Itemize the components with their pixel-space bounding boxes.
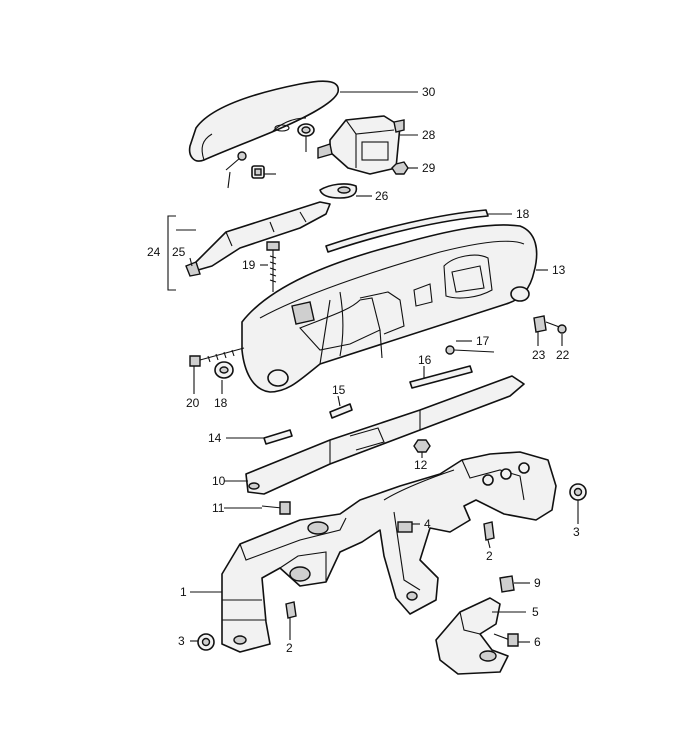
callout-12: 14 xyxy=(208,431,222,445)
bracket-21-left xyxy=(167,215,176,291)
sleeve-17-part xyxy=(214,361,234,379)
bolt-9-part xyxy=(261,501,291,515)
screw-15-part xyxy=(445,345,495,355)
callout-24: 28 xyxy=(422,128,436,142)
callout-19: 22 xyxy=(556,348,570,362)
callout-25: 29 xyxy=(422,161,436,175)
callout-9: 11 xyxy=(212,501,225,515)
clip-7-part xyxy=(499,575,515,593)
callout-5: 5 xyxy=(532,605,539,619)
module-housing-part xyxy=(317,115,405,175)
callout-22: 25 xyxy=(172,245,186,259)
crossmember-1-part xyxy=(221,451,557,653)
callout-3-left: 3 xyxy=(178,634,185,648)
screw-28-part xyxy=(225,151,247,171)
callout-18-lower: 20 xyxy=(186,396,200,410)
callout-11: 13 xyxy=(552,263,566,277)
callout-21: 24 xyxy=(147,245,161,259)
bolt-18-upper-part xyxy=(266,241,280,292)
callout-13: 15 xyxy=(332,383,346,397)
callout-1: 1 xyxy=(180,585,187,599)
clip-2-lower-part xyxy=(285,601,297,619)
grommet-30-part xyxy=(297,123,315,137)
callout-2-upper: 2 xyxy=(486,549,493,563)
rod-14-part xyxy=(409,365,473,389)
callout-4: 4 xyxy=(424,517,431,531)
callout-2-lower: 2 xyxy=(286,641,293,655)
callout-17: 18 xyxy=(214,396,228,410)
trim-panel-21-part xyxy=(195,201,331,271)
cover-plate-23-part xyxy=(319,183,358,199)
clip-29-part xyxy=(251,165,265,179)
bolt-6-part xyxy=(493,633,519,647)
callout-18-upper: 19 xyxy=(242,258,256,272)
pin-13-part xyxy=(329,403,353,419)
clip-22-part xyxy=(185,261,201,277)
dashboard-carrier-11-part xyxy=(241,224,538,393)
callout-3-right: 3 xyxy=(573,525,580,539)
air-duct-8-part xyxy=(245,375,525,495)
nut-10-part xyxy=(413,439,431,453)
callout-20: 23 xyxy=(532,348,546,362)
leader-lines xyxy=(176,91,579,643)
instrument-cover-part xyxy=(188,80,339,162)
nut-25-part xyxy=(391,161,409,175)
callout-labels: 30 28 29 26 18 24 25 19 13 23 22 17 16 2… xyxy=(147,85,580,655)
clip-20-part xyxy=(533,315,547,333)
bolt-18-lower-part xyxy=(189,347,245,367)
clip-2-upper-part xyxy=(483,521,495,541)
pin-12-part xyxy=(263,429,293,445)
callout-16: 18 xyxy=(516,207,530,221)
callout-6: 6 xyxy=(534,635,541,649)
callout-14: 16 xyxy=(418,353,432,367)
bracket-5-part xyxy=(435,597,509,675)
callout-8: 10 xyxy=(212,474,226,488)
screw-19-part xyxy=(545,321,567,334)
callout-15: 17 xyxy=(476,334,490,348)
nut-3-right-part xyxy=(569,483,587,501)
callout-7: 9 xyxy=(534,576,541,590)
callout-10: 12 xyxy=(414,458,428,472)
callout-26: 30 xyxy=(422,85,436,99)
nut-3-left-part xyxy=(197,633,215,651)
callout-23: 26 xyxy=(375,189,389,203)
trim-strip-16-part xyxy=(325,209,489,253)
